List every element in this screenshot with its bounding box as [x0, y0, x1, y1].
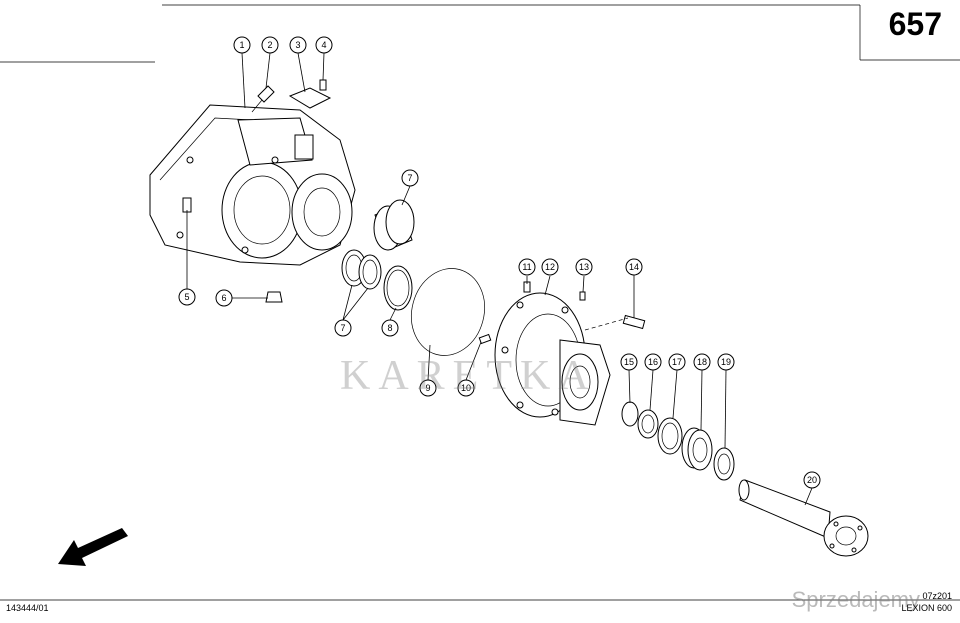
frame — [0, 4, 960, 601]
svg-text:3: 3 — [295, 40, 300, 50]
svg-text:10: 10 — [461, 383, 471, 393]
snap-ring-part-15 — [621, 401, 639, 427]
o-ring-part — [411, 268, 485, 356]
cover-plate-part — [288, 87, 332, 109]
ring-part-16 — [637, 409, 659, 439]
callout-11: 11 — [518, 258, 536, 276]
model-name: LEXION 600 — [901, 603, 952, 613]
seal-rings-part — [341, 249, 382, 290]
svg-text:2: 2 — [267, 40, 272, 50]
svg-text:7: 7 — [407, 173, 412, 183]
svg-text:12: 12 — [545, 262, 555, 272]
callout-13: 13 — [575, 258, 593, 276]
svg-text:16: 16 — [648, 357, 658, 367]
wheel-hub-part — [494, 292, 611, 426]
page-number: 657 — [888, 6, 942, 42]
svg-text:13: 13 — [579, 262, 589, 272]
svg-text:19: 19 — [721, 357, 731, 367]
callout-5: 5 — [178, 288, 196, 306]
screw-part-4 — [319, 79, 327, 91]
svg-text:20: 20 — [807, 475, 817, 485]
leader-lines — [186, 52, 813, 506]
callout-20: 20 — [803, 471, 821, 489]
ring-part-19 — [713, 447, 735, 481]
svg-text:6: 6 — [221, 293, 226, 303]
callout-1: 1 — [233, 36, 251, 54]
svg-text:4: 4 — [321, 40, 326, 50]
callout-3: 3 — [289, 36, 307, 54]
drive-shaft-part — [738, 479, 869, 557]
svg-text:18: 18 — [697, 357, 707, 367]
drawing-code: 143444/01 — [6, 603, 49, 613]
seal-part-17 — [657, 417, 683, 455]
callout-8: 8 — [381, 319, 399, 337]
bushing-part — [373, 199, 415, 251]
callout-16: 16 — [644, 353, 662, 371]
svg-text:15: 15 — [624, 357, 634, 367]
watermark-karetka: KARETKA — [340, 353, 597, 399]
callout-17: 17 — [668, 353, 686, 371]
axle-housing-part — [149, 104, 356, 266]
screw-part-13 — [579, 291, 586, 301]
callout-7-bushing: 7 — [401, 169, 419, 187]
svg-text:7: 7 — [340, 323, 345, 333]
svg-text:1: 1 — [239, 40, 244, 50]
bolt-part-14 — [622, 314, 646, 330]
breather-fitting-part — [251, 85, 275, 113]
callout-15: 15 — [620, 353, 638, 371]
screw-part-10 — [478, 333, 492, 345]
callout-10: 10 — [457, 379, 475, 397]
svg-text:14: 14 — [629, 262, 639, 272]
callout-12: 12 — [541, 258, 559, 276]
svg-text:5: 5 — [184, 292, 189, 302]
svg-text:11: 11 — [522, 262, 531, 272]
callout-14: 14 — [625, 258, 643, 276]
callout-2: 2 — [261, 36, 279, 54]
direction-arrow-icon — [58, 528, 128, 566]
svg-text:17: 17 — [672, 357, 682, 367]
callout-19: 19 — [717, 353, 735, 371]
svg-text:9: 9 — [425, 383, 430, 393]
svg-text:8: 8 — [387, 323, 392, 333]
callout-4: 4 — [315, 36, 333, 54]
callout-7-seals: 7 — [334, 319, 352, 337]
callout-18: 18 — [693, 353, 711, 371]
circlip-part-8 — [383, 265, 413, 311]
reference-code: 07z201 — [922, 591, 952, 601]
bearing-part-18 — [681, 427, 713, 471]
bolt-part-5 — [182, 197, 192, 213]
callout-6: 6 — [215, 289, 233, 307]
plug-part-6 — [265, 291, 283, 303]
watermark-sprzedajemy: Sprzedajemy — [791, 587, 920, 612]
callout-9: 9 — [419, 379, 437, 397]
